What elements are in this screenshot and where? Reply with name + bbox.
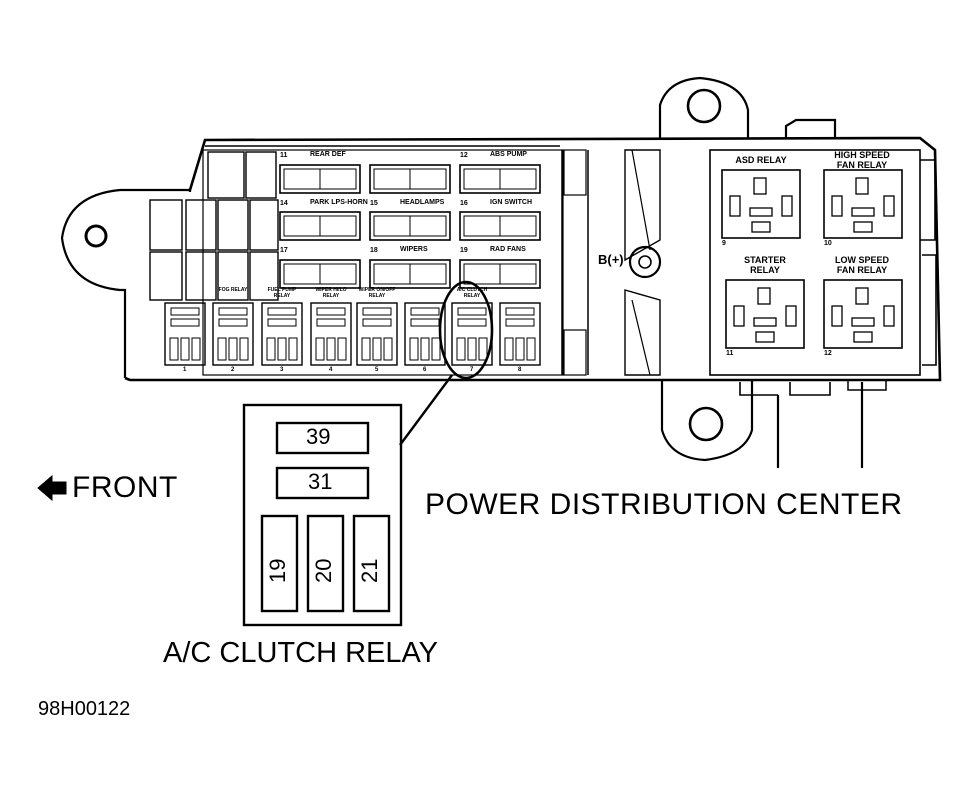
- maxi-fuse-19: [459, 259, 541, 289]
- terminal-31-label: 31: [308, 469, 333, 494]
- relay-8: [499, 302, 541, 366]
- fuse-name-19: RAD FANS: [490, 246, 526, 253]
- terminal-20-outline: [306, 514, 345, 613]
- housing-outline: [124, 136, 942, 382]
- battery-terminal-label: B(+): [598, 252, 624, 267]
- relay-number-7: 7: [470, 367, 474, 373]
- fuse-name-16: IGN SWITCH: [490, 199, 532, 206]
- left-mounting-hole: [84, 224, 108, 248]
- maxi-fuse-12: [459, 164, 541, 194]
- relay-number-12: 12: [824, 350, 832, 357]
- maxi-fuse-15: [369, 211, 451, 241]
- front-label: FRONT: [72, 471, 178, 504]
- relay-number-8: 8: [518, 367, 522, 373]
- fuse-name-15: HEADLAMPS: [400, 199, 445, 206]
- left-mounting-ear: [60, 188, 192, 378]
- relay-name-11: STARTER RELAY: [744, 255, 786, 275]
- fuse-number-19: 19: [460, 247, 468, 254]
- fuse-number-15: 15: [370, 200, 378, 207]
- maxi-fuse-17: [279, 259, 361, 289]
- relay-3: [261, 302, 303, 366]
- relay-number-6: 6: [423, 367, 427, 373]
- relay-name-4: WIPER HI/LO RELAY: [315, 287, 347, 299]
- fuse-name-11: REAR DEF: [310, 151, 346, 158]
- relay-number-2: 2: [231, 367, 235, 373]
- front-arrow-icon: [37, 474, 67, 502]
- maxi-fuse-11: [279, 164, 361, 194]
- right-relay-panel: [709, 149, 921, 376]
- relay-9: [721, 169, 801, 239]
- bottom-mounting-hole: [688, 406, 724, 442]
- fuse-name-14: PARK LPS-HORN: [310, 199, 368, 206]
- relay-number-1: 1: [183, 367, 187, 373]
- fuse-name-18: WIPERS: [400, 246, 428, 253]
- relay-number-10: 10: [824, 240, 832, 247]
- relay-6: [404, 302, 446, 366]
- fuse-number-16: 16: [460, 200, 468, 207]
- relay-name-9: ASD RELAY: [735, 155, 787, 165]
- battery-stud: [628, 245, 662, 279]
- relay-number-4: 4: [329, 367, 333, 373]
- leader-line: [399, 374, 453, 446]
- fuse-number-12: 12: [460, 152, 468, 159]
- power-distribution-center-label: POWER DISTRIBUTION CENTER: [425, 488, 903, 521]
- maxi-fuse-18: [369, 259, 451, 289]
- relay-12: [823, 279, 903, 349]
- ac-relay-highlight-ellipse: [438, 280, 494, 380]
- relay-11: [725, 279, 805, 349]
- relay-number-5: 5: [375, 367, 379, 373]
- maxi-fuse-16: [459, 211, 541, 241]
- ac-clutch-relay-label: A/C CLUTCH RELAY: [163, 637, 439, 669]
- fuse-number-11: 11: [280, 152, 288, 159]
- ac-clutch-relay-detail: [242, 403, 403, 627]
- relay-number-11: 11: [726, 350, 734, 357]
- relay-1: [164, 302, 206, 366]
- relay-5: [356, 302, 398, 366]
- relay-name-2: FOG RELAY: [218, 287, 248, 293]
- relay-name-12: LOW SPEED FAN RELAY: [834, 255, 889, 275]
- terminal-20-label: 20: [311, 558, 336, 583]
- bottom-mounting-ear: [660, 380, 754, 462]
- maxi-fuse-slot: [369, 164, 451, 194]
- terminal-21-label: 21: [357, 558, 382, 583]
- top-mounting-hole: [686, 88, 722, 124]
- terminal-21-outline: [352, 514, 391, 613]
- maxi-fuse-14: [279, 211, 361, 241]
- terminal-19-outline: [260, 514, 299, 613]
- terminal-19-label: 19: [265, 558, 290, 583]
- fuse-number-18: 18: [370, 247, 378, 254]
- terminal-39-label: 39: [306, 424, 331, 449]
- fuse-number-17: 17: [280, 247, 288, 254]
- mini-fuse-block: [149, 151, 279, 301]
- figure-id-label: 98H00122: [38, 698, 131, 720]
- relay-name-3: FUEL PUMP RELAY: [267, 287, 297, 299]
- fuse-number-14: 14: [280, 200, 288, 207]
- terminal-39-outline: [275, 421, 370, 455]
- relay-number-3: 3: [280, 367, 284, 373]
- relay-7: [451, 302, 493, 366]
- terminal-31-outline: [275, 466, 370, 500]
- relay-10: [823, 169, 903, 239]
- relay-name-10: HIGH SPEED FAN RELAY: [834, 150, 890, 170]
- relay-name-5: WIPER ON/OFF RELAY: [358, 287, 396, 299]
- relay-2: [212, 302, 254, 366]
- relay-4: [310, 302, 352, 366]
- relay-name-7: A/C CLUTCH RELAY: [456, 287, 488, 299]
- fuse-name-12: ABS PUMP: [490, 151, 527, 158]
- top-mounting-ear: [658, 76, 750, 138]
- relay-number-9: 9: [722, 240, 726, 247]
